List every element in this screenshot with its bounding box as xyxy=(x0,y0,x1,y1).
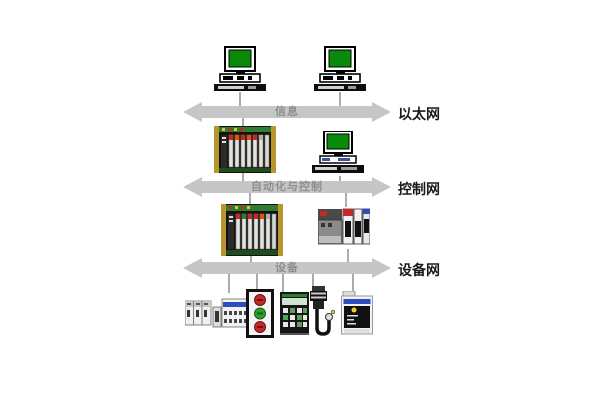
device-bus xyxy=(202,262,372,274)
control-bus-arrowhead-left xyxy=(183,177,202,197)
connector-control-compactplc xyxy=(345,193,347,207)
control-bus xyxy=(202,181,372,193)
connector-ethernet-rack1 xyxy=(242,118,244,127)
connector-devicenet-drive xyxy=(352,274,354,292)
device-net-label: 设备网 xyxy=(398,262,440,278)
device-bus-arrowhead-left xyxy=(183,258,202,278)
ethernet-bus-arrowhead-right xyxy=(372,102,391,122)
connector-devicenet-iomodules xyxy=(228,274,230,293)
plc-rack-1-icon xyxy=(214,126,276,173)
connector-control-rack2 xyxy=(249,193,251,205)
connector-devicenet-keypad xyxy=(282,274,284,293)
connector-devicenet-sensor xyxy=(312,274,314,288)
ethernet-net-label: 以太网 xyxy=(398,106,440,122)
desktop-computer-2-icon xyxy=(312,46,368,94)
operator-workstation-icon xyxy=(308,131,368,177)
ethernet-bus xyxy=(202,106,372,118)
ethernet-bus-label: 信息 xyxy=(275,106,299,118)
compact-plc-icon xyxy=(318,206,370,250)
connector-devicenet-pushbutton xyxy=(256,274,258,290)
pushbutton-station-icon xyxy=(246,289,274,338)
control-bus-arrowhead-right xyxy=(372,177,391,197)
connector-rack2-devicenet xyxy=(250,255,252,262)
drive-unit-icon xyxy=(341,291,373,336)
device-bus-arrowhead-right xyxy=(372,258,391,278)
ethernet-bus-arrowhead-left xyxy=(183,102,202,122)
connector-ws1-ethernet xyxy=(239,92,241,106)
keypad-terminal-icon xyxy=(280,292,309,335)
device-bus-label: 设备 xyxy=(275,262,299,274)
desktop-computer-1-icon xyxy=(212,46,268,94)
sensor-with-cable-icon xyxy=(307,286,337,340)
control-net-label: 控制网 xyxy=(398,181,440,197)
connector-rack1-control xyxy=(242,172,244,181)
connector-compactplc-devicenet xyxy=(347,249,349,262)
io-module-group-icon xyxy=(185,295,253,333)
connector-ws2-ethernet xyxy=(339,92,341,106)
plc-rack-2-icon xyxy=(221,204,283,256)
connector-opstation-control xyxy=(339,176,341,181)
control-bus-label: 自动化与控制 xyxy=(251,181,323,193)
